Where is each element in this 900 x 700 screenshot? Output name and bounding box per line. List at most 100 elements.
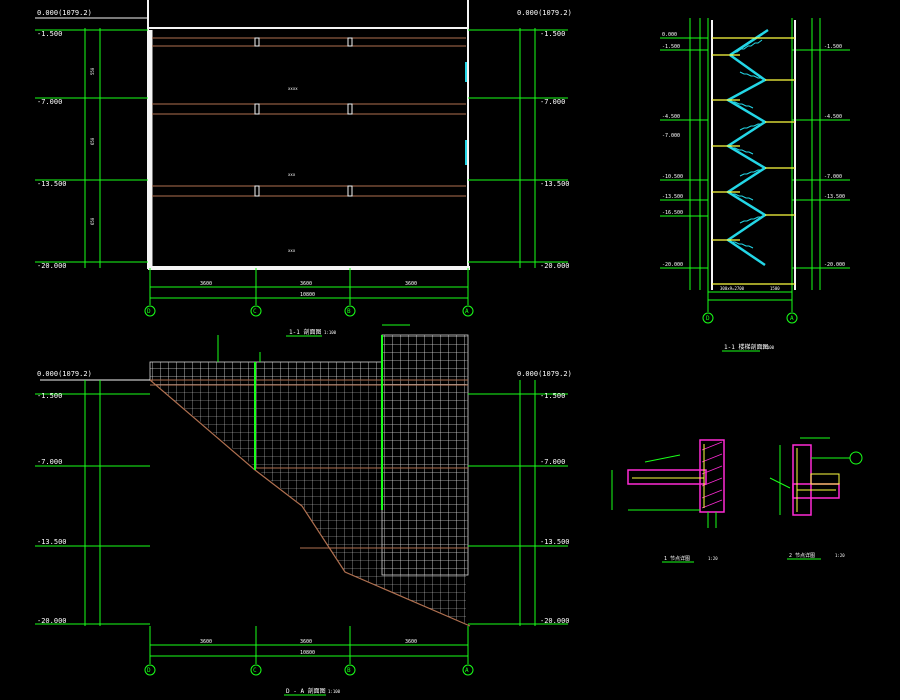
section-1-room-3: xxx (288, 248, 296, 253)
stair-dim-1: 300x9=2700 (720, 286, 745, 291)
section-2-dim-2: 3600 (300, 639, 312, 645)
detail-1-wall-outline (699, 439, 725, 513)
section-1-axis-c: C (253, 308, 257, 315)
detail-1-slab-outline (627, 469, 707, 485)
detail-2 (769, 437, 863, 516)
section-1-right-level-2: -7.000 (540, 98, 565, 106)
section-1-dim-total: 10800 (300, 292, 315, 298)
section-1-dim-left-3: 650 (90, 217, 95, 225)
section-2-title: D - A 剖面图 (286, 687, 326, 695)
section-1-level-1: -1.500 (37, 30, 62, 38)
stair-steps (727, 39, 766, 249)
section-1-outline (147, 27, 469, 269)
detail-1 (611, 439, 725, 528)
stair-dims (660, 18, 850, 312)
section-1-right-level-4: -20.000 (540, 262, 570, 270)
stair-level-left-5: -10.500 (662, 174, 683, 180)
detail-2-dims (769, 437, 850, 515)
detail-2-slab-outline (792, 483, 840, 499)
section-1-room-1: xxxx (288, 86, 298, 91)
detail-2-topping (810, 473, 840, 485)
section-2-scale: 1:100 (328, 689, 341, 694)
detail-1-text: 1 节点详图 1:20 (664, 555, 718, 562)
stair-level-left-1: 0.000 (662, 32, 677, 38)
stair-level-left-6: -13.500 (662, 194, 683, 200)
section-1-dim-left-1: 550 (90, 67, 95, 75)
section-1-dims-right (468, 28, 568, 268)
stair-walls (711, 20, 796, 290)
section-1-text: 0.000(1079.2) 0.000(1079.2) -1.500 -7.00… (37, 9, 572, 336)
section-2-dims-bottom (149, 626, 469, 664)
section-2-right-level-2: -7.000 (540, 458, 565, 466)
stair-level-left-7: -16.500 (662, 210, 683, 216)
stair-level-left-4: -7.000 (662, 133, 680, 139)
section-1-title: 1-1 剖面图 (289, 328, 321, 336)
section-1-scale: 1:100 (324, 330, 337, 335)
section-1-axis-d: D (147, 308, 151, 315)
stair-level-right-2: -4.500 (824, 114, 842, 120)
section-1-beams (254, 37, 353, 197)
section-1-right-level-3: -13.500 (540, 180, 570, 188)
detail-1-title: 1 节点详图 (664, 555, 690, 562)
stair-title: 1-1 楼梯剖面图 (724, 343, 768, 351)
section-2-axis-b: B (347, 667, 351, 674)
stair-landings (712, 37, 795, 285)
detail-2-text: 2 节点详图 1:20 (789, 552, 845, 559)
section-2-dims-left (35, 380, 150, 626)
detail-2-title: 2 节点详图 (789, 552, 815, 559)
stair-text: 0.000 -1.500 -4.500 -7.000 -10.500 -13.5… (662, 32, 845, 351)
section-2-axis-bubbles (144, 664, 474, 676)
section-1-dim-1: 3600 (200, 281, 212, 287)
section-2-right-level-1: -1.500 (540, 392, 565, 400)
section-1-axis-bubbles (144, 305, 474, 317)
section-2-level-2: -7.000 (37, 458, 62, 466)
section-1-top-left-label: 0.000(1079.2) (37, 9, 92, 17)
section-1-dim-2: 3600 (300, 281, 312, 287)
section-2-level-1: -1.500 (37, 392, 62, 400)
section-2-upper-block (149, 361, 383, 381)
stair-level-right-5: -20.000 (824, 262, 845, 268)
stair-level-right-3: -7.000 (824, 174, 842, 180)
section-2-dim-total: 10800 (300, 650, 315, 656)
detail-2-wall-outline (792, 444, 812, 516)
section-1-dim-left-2: 650 (90, 137, 95, 145)
section-1-dims-left (35, 28, 148, 268)
section-2-right-level-4: -20.000 (540, 617, 570, 625)
section-1 (35, 0, 568, 317)
section-2-top-left-label: 0.000(1079.2) (37, 370, 92, 378)
section-2-floor-lines (150, 379, 468, 549)
section-1-axis-a: A (465, 308, 469, 315)
section-1-right-level-1: -1.500 (540, 30, 565, 38)
detail-1-scale: 1:20 (708, 556, 718, 561)
stair-dim-2: 1500 (770, 286, 780, 291)
section-2-right-level-3: -13.500 (540, 538, 570, 546)
stair-axis-d: D (706, 315, 710, 322)
stair-section (660, 18, 850, 324)
stair-level-right-1: -1.500 (824, 44, 842, 50)
section-2-slope-line (149, 379, 471, 627)
section-1-level-2: -7.000 (37, 98, 62, 106)
section-2-level-4: -20.000 (37, 617, 67, 625)
section-1-top-right-label: 0.000(1079.2) (517, 9, 572, 17)
detail-2-scale: 1:20 (835, 553, 845, 558)
stair-level-right-4: -13.500 (824, 194, 845, 200)
section-2-level-3: -13.500 (37, 538, 67, 546)
section-2-tower-block (381, 334, 469, 576)
stair-scale: 1:100 (762, 345, 775, 350)
section-2-dim-3: 3600 (405, 639, 417, 645)
detail-1-hatch (701, 441, 723, 509)
section-2-text: 0.000(1079.2) 0.000(1079.2) -1.500 -7.00… (37, 370, 572, 695)
section-2-axis-a: A (465, 667, 469, 674)
section-1-axis-b: B (347, 308, 351, 315)
detail-1-dims (611, 454, 717, 528)
stair-axis-a: A (790, 315, 794, 322)
section-1-level-4: -20.000 (37, 262, 67, 270)
section-1-slabs (152, 37, 466, 197)
section-1-dim-3: 3600 (405, 281, 417, 287)
section-1-room-2: xxx (288, 172, 296, 177)
stair-level-left-8: -20.000 (662, 262, 683, 268)
section-1-dims-bottom (149, 268, 469, 305)
stair-axis-bubbles (702, 312, 798, 324)
section-2-top-right-label: 0.000(1079.2) (517, 370, 572, 378)
